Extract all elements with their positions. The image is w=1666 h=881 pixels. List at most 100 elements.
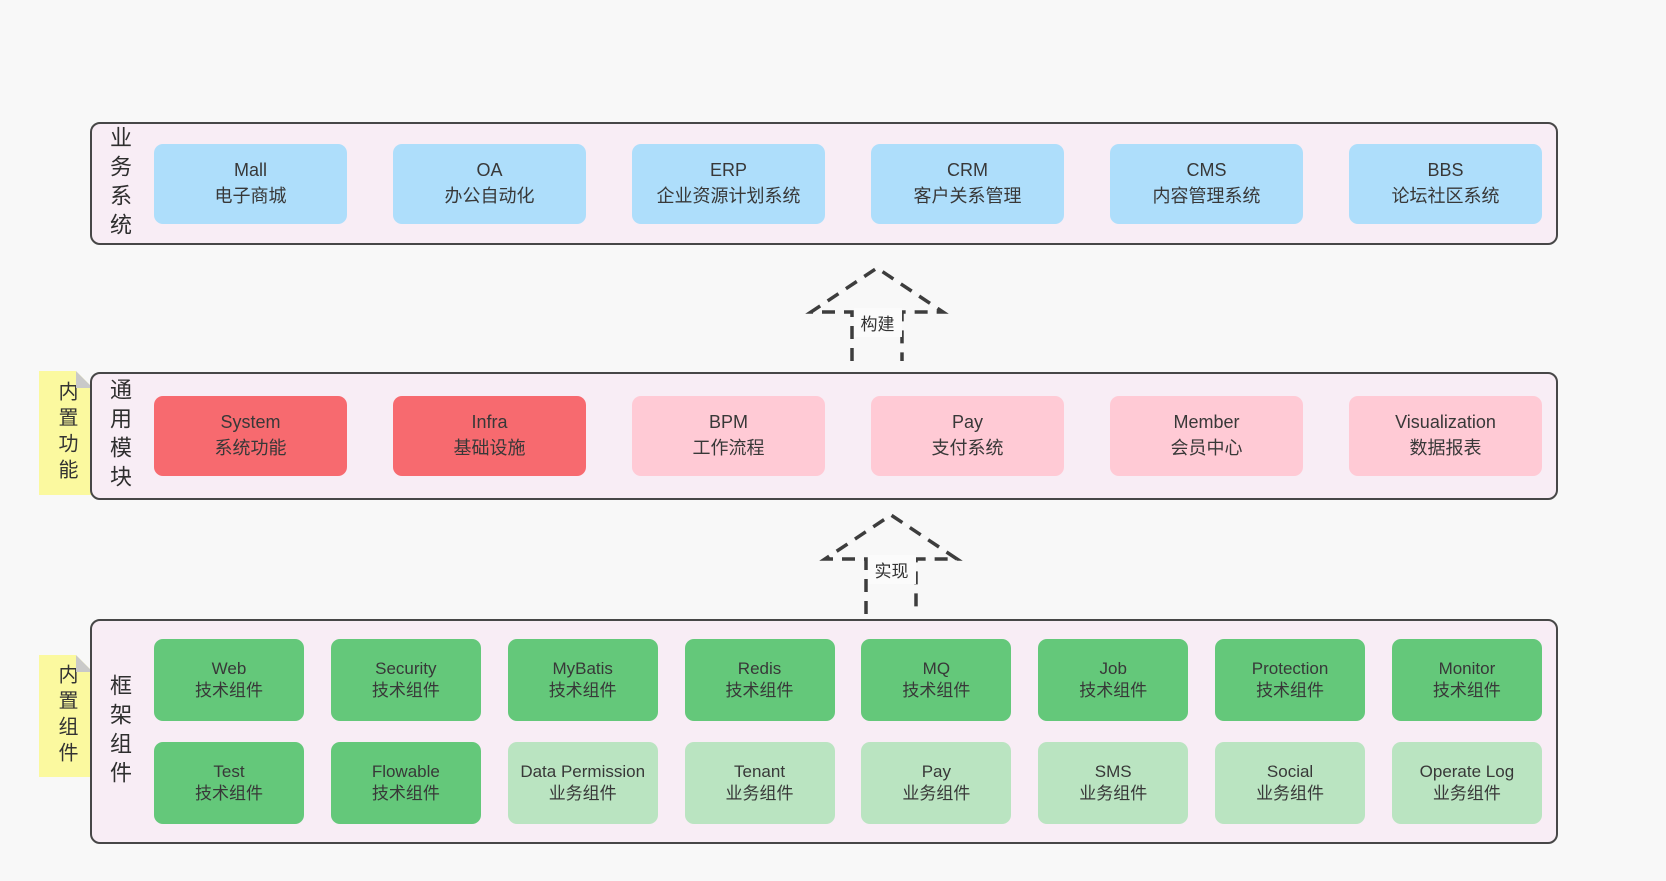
box-subtitle: 办公自动化 <box>444 185 535 206</box>
box-subtitle: 技术组件 <box>371 784 440 803</box>
arrow-implement-label: 实现 <box>867 555 916 584</box>
box-title: Infra <box>471 412 508 433</box>
box-title: Tenant <box>734 761 786 781</box>
box-erp: ERP 企业资源计划系统 <box>632 143 825 224</box>
box-operate-log: Operate Log 业务组件 <box>1391 742 1542 824</box>
box-row: Test 技术组件 Flowable 技术组件 Data Permission … <box>154 742 1542 824</box>
box-title: Security <box>375 658 437 678</box>
layer-business-label: 业务系统 <box>107 125 132 242</box>
sticky-note-text: 内置组件 <box>55 664 77 768</box>
box-subtitle: 工作流程 <box>692 438 765 458</box>
box-title: System <box>220 412 281 433</box>
arrow-up-build: 构建 <box>805 264 950 364</box>
box-sms: SMS 业务组件 <box>1038 742 1189 824</box>
box-title: Social <box>1266 761 1314 781</box>
layer-business-boxes: Mall 电子商城 OA 办公自动化 ERP 企业资源计划系统 CRM 客户关系… <box>130 124 1556 243</box>
box-subtitle: 业务组件 <box>1256 784 1325 803</box>
box-visualization: Visualization 数据报表 <box>1349 396 1542 476</box>
box-web: Web 技术组件 <box>154 639 304 721</box>
sticky-note-builtin-functions: 内置功能 <box>39 371 93 495</box>
box-subtitle: 业务组件 <box>548 784 617 803</box>
box-title: Protection <box>1251 658 1329 678</box>
box-title: Test <box>213 761 245 781</box>
box-data-permission: Data Permission 业务组件 <box>507 742 658 824</box>
box-row: Mall 电子商城 OA 办公自动化 ERP 企业资源计划系统 CRM 客户关系… <box>154 143 1542 224</box>
layer-framework-components: 框架组件 Web 技术组件 Security 技术组件 MyBatis 技术组件… <box>90 619 1558 844</box>
layer-components-label: 框架组件 <box>107 673 132 790</box>
layer-modules-label: 通用模块 <box>107 378 132 494</box>
box-mq: MQ 技术组件 <box>861 639 1012 721</box>
box-subtitle: 企业资源计划系统 <box>656 185 801 206</box>
box-redis: Redis 技术组件 <box>684 639 835 721</box>
box-title: Member <box>1173 412 1240 433</box>
box-subtitle: 技术组件 <box>1256 681 1325 700</box>
box-bpm: BPM 工作流程 <box>632 396 825 476</box>
box-title: ERP <box>709 159 747 180</box>
box-subtitle: 客户关系管理 <box>913 185 1022 206</box>
box-subtitle: 技术组件 <box>548 681 617 700</box>
box-subtitle: 支付系统 <box>931 438 1004 458</box>
box-title: Mall <box>233 159 267 180</box>
box-title: Pay <box>951 412 984 433</box>
box-title: CRM <box>947 159 988 180</box>
box-subtitle: 基础设施 <box>453 438 526 458</box>
box-title: BPM <box>708 412 748 433</box>
box-row: Web 技术组件 Security 技术组件 MyBatis 技术组件 Redi… <box>154 639 1542 721</box>
box-pay-business: Pay 业务组件 <box>861 742 1012 824</box>
box-flowable: Flowable 技术组件 <box>330 742 481 824</box>
box-subtitle: 业务组件 <box>1079 784 1148 803</box>
box-subtitle: 技术组件 <box>725 681 794 700</box>
box-monitor: Monitor 技术组件 <box>1391 639 1542 721</box>
box-oa: OA 办公自动化 <box>393 143 586 224</box>
sticky-note-text: 内置功能 <box>55 381 77 485</box>
box-bbs: BBS 论坛社区系统 <box>1349 143 1542 224</box>
box-subtitle: 业务组件 <box>1432 784 1501 803</box>
box-subtitle: 会员中心 <box>1170 438 1243 458</box>
box-mall: Mall 电子商城 <box>154 143 347 224</box>
box-subtitle: 技术组件 <box>902 681 971 700</box>
box-title: SMS <box>1094 761 1132 781</box>
arrow-up-implement: 实现 <box>819 511 964 617</box>
box-cms: CMS 内容管理系统 <box>1110 143 1303 224</box>
box-title: OA <box>476 159 503 180</box>
box-subtitle: 技术组件 <box>195 784 263 803</box>
box-test: Test 技术组件 <box>154 742 304 824</box>
box-member: Member 会员中心 <box>1110 396 1303 476</box>
box-pay: Pay 支付系统 <box>871 396 1064 476</box>
box-title: Visualization <box>1395 412 1496 433</box>
box-mybatis: MyBatis 技术组件 <box>507 639 658 721</box>
box-social: Social 业务组件 <box>1215 742 1366 824</box>
box-protection: Protection 技术组件 <box>1215 639 1366 721</box>
sticky-note-builtin-components: 内置组件 <box>39 655 93 777</box>
box-subtitle: 内容管理系统 <box>1152 185 1261 206</box>
layer-common-modules: 通用模块 System 系统功能 Infra 基础设施 BPM 工作流程 Pay… <box>90 372 1558 500</box>
box-title: Redis <box>737 658 782 678</box>
box-title: Monitor <box>1438 658 1496 678</box>
box-title: Flowable <box>371 761 440 781</box>
arrow-build-label: 构建 <box>853 308 902 337</box>
box-subtitle: 技术组件 <box>195 681 263 700</box>
layer-modules-boxes: System 系统功能 Infra 基础设施 BPM 工作流程 Pay 支付系统… <box>130 374 1556 498</box>
box-subtitle: 电子商城 <box>214 185 287 206</box>
dashed-up-arrow-icon <box>819 512 963 614</box>
dashed-up-arrow-icon <box>805 265 949 361</box>
box-title: Job <box>1099 658 1127 678</box>
box-system: System 系统功能 <box>154 396 347 476</box>
box-subtitle: 系统功能 <box>214 438 287 458</box>
box-title: Operate Log <box>1419 761 1515 781</box>
box-title: CMS <box>1186 159 1227 180</box>
layer-components-boxes: Web 技术组件 Security 技术组件 MyBatis 技术组件 Redi… <box>130 621 1556 842</box>
box-title: BBS <box>1427 159 1464 180</box>
box-row: System 系统功能 Infra 基础设施 BPM 工作流程 Pay 支付系统… <box>154 396 1542 476</box>
box-subtitle: 业务组件 <box>902 784 971 803</box>
box-subtitle: 技术组件 <box>1432 681 1501 700</box>
box-title: MyBatis <box>552 658 613 678</box>
layer-business-systems: 业务系统 Mall 电子商城 OA 办公自动化 ERP 企业资源计划系统 CRM… <box>90 122 1558 245</box>
box-title: MQ <box>922 658 951 678</box>
box-title: Web <box>211 658 247 678</box>
box-subtitle: 技术组件 <box>371 681 440 700</box>
box-title: Data Permission <box>520 761 646 781</box>
box-tenant: Tenant 业务组件 <box>684 742 835 824</box>
box-subtitle: 数据报表 <box>1409 438 1482 458</box>
box-subtitle: 业务组件 <box>725 784 794 803</box>
